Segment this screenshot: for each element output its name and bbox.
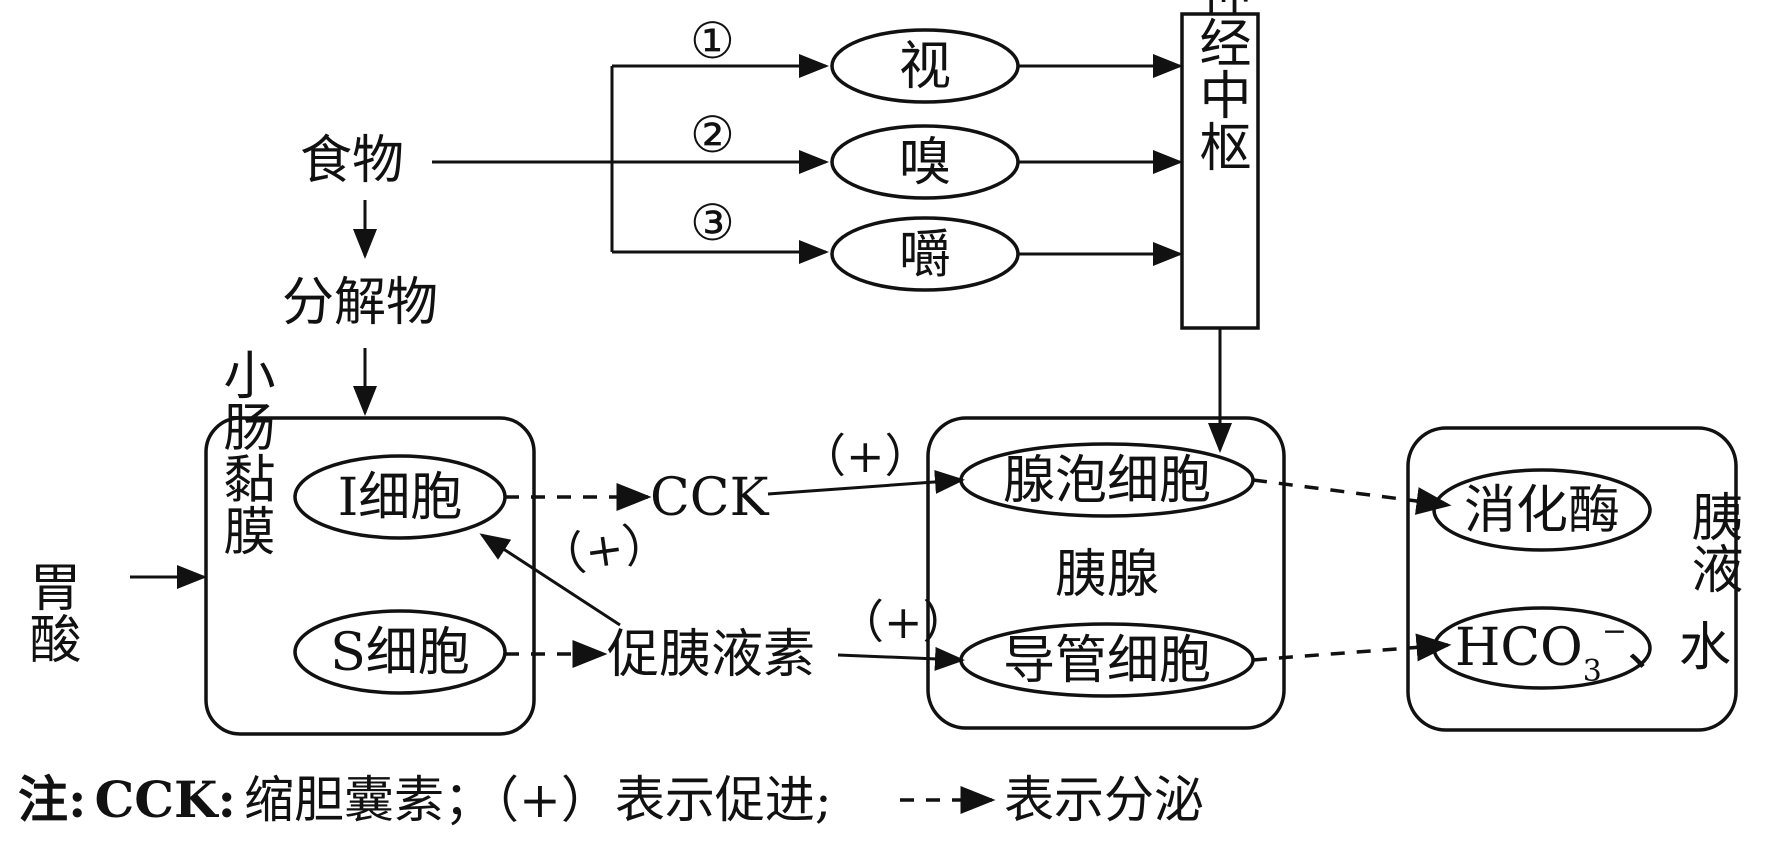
note-plus: （+） xyxy=(494,771,611,829)
note-plus-definition: 表示促进; xyxy=(615,771,832,829)
duct-cell-label: 导管细胞 xyxy=(1003,631,1211,691)
digestive-enzyme-node xyxy=(1432,468,1652,552)
s-cell-label: S细胞 xyxy=(330,623,470,683)
hco3-subscript: 3 xyxy=(1583,654,1602,689)
small-intestine-box xyxy=(204,416,536,736)
note-prefix: 注 xyxy=(18,770,68,829)
note-colon-2: : xyxy=(218,770,236,829)
path-number-3: ③ xyxy=(690,194,735,252)
acinar-secretes-enzyme-arrow xyxy=(1252,478,1452,515)
feedback-plus-sign: （+） xyxy=(536,514,673,586)
sight-label: 视 xyxy=(899,37,951,97)
smell-label: 嗅 xyxy=(899,133,951,193)
small-intestine-label: 小肠黏膜 xyxy=(214,348,274,556)
bicarbonate-label: HCO3−、水 xyxy=(1455,614,1731,689)
hco3-base: HCO xyxy=(1455,618,1583,678)
s-cell-node xyxy=(293,609,507,695)
i-cell-label: I细胞 xyxy=(338,468,463,528)
note-colon-1: : xyxy=(68,770,86,829)
gastric-acid-label: 胃酸 xyxy=(20,560,80,664)
nerve-center-char-1: 神经中枢 xyxy=(1190,0,1250,172)
cck-label: CCK xyxy=(650,468,770,528)
food-label: 食物 xyxy=(300,131,404,191)
pancreas-label: 胰腺 xyxy=(1055,545,1159,605)
pancreatic-juice-label: 胰液 xyxy=(1682,490,1742,594)
pancreas-box xyxy=(926,416,1286,730)
note-cck-definition: 缩胆囊素； xyxy=(244,771,494,829)
hco3-superscript: − xyxy=(1602,614,1627,649)
hco3-water: 、水 xyxy=(1627,618,1731,678)
secretin-label: 促胰液素 xyxy=(607,625,815,685)
secretin-to-i-cell-arrow xyxy=(479,533,621,627)
secretin-to-duct-arrow xyxy=(837,646,965,671)
path-number-1: ① xyxy=(690,12,735,70)
digestive-enzyme-label: 消化酶 xyxy=(1464,481,1620,541)
bicarbonate-node xyxy=(1432,606,1652,690)
pancreatic-juice-box xyxy=(1406,426,1738,732)
secretin-plus-sign: （+） xyxy=(838,595,969,649)
acinar-cell-label: 腺泡细胞 xyxy=(1003,451,1211,511)
duct-secretes-bicarbonate-arrow xyxy=(1252,633,1452,662)
cck-plus-sign: （+） xyxy=(800,429,931,483)
chew-label: 嚼 xyxy=(899,225,951,285)
note-arrow-definition: 表示分泌 xyxy=(1004,771,1204,829)
path-number-2: ② xyxy=(690,106,735,164)
note-cck: CCK xyxy=(94,770,219,829)
note-line: 注:CCK:缩胆囊素；（+）表示促进; xyxy=(18,770,832,829)
decomposition-label: 分解物 xyxy=(282,273,438,333)
